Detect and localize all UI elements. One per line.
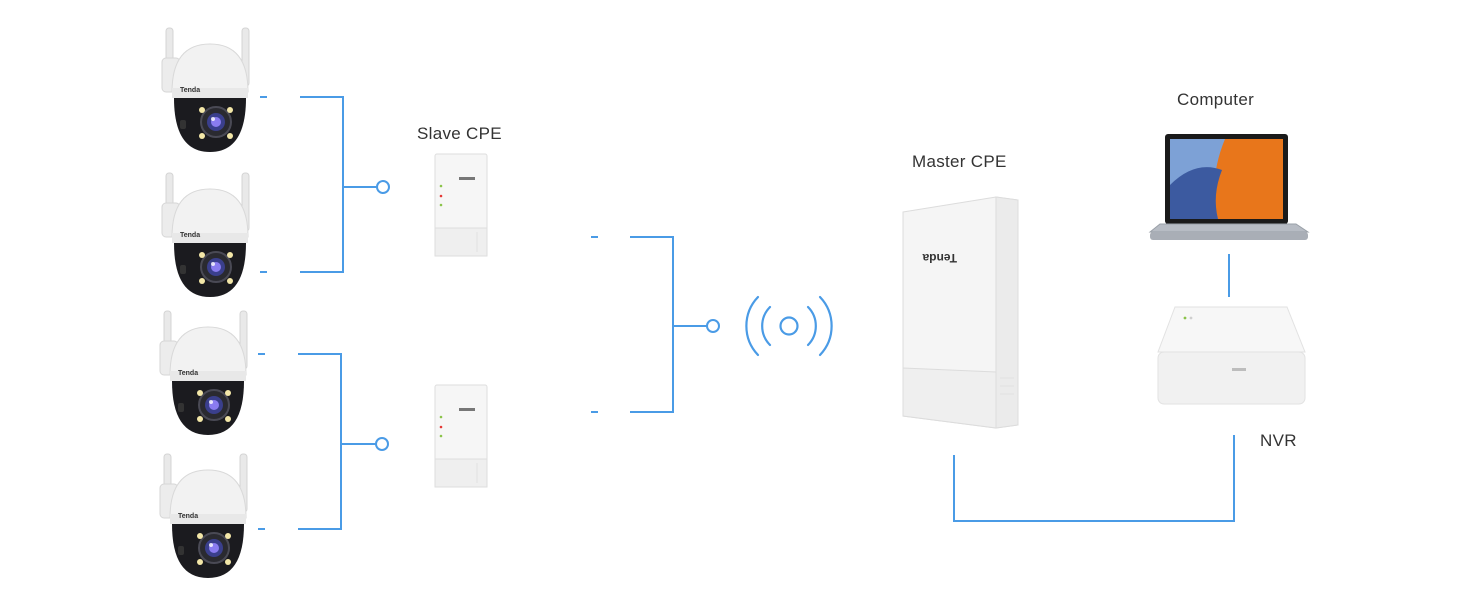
ip-camera-icon: Tenda: [161, 27, 250, 153]
ip-camera-icon: Tenda: [159, 310, 248, 436]
camera-2-brand: Tenda: [180, 232, 200, 239]
laptop-icon: [1148, 134, 1310, 240]
slave-cpe-bracket: [630, 236, 674, 413]
master-cpe-brand: Tenda: [922, 251, 957, 265]
camera-4-brand: Tenda: [178, 513, 198, 520]
camera-3-brand: Tenda: [178, 370, 198, 377]
slave-cpe-label: Slave CPE: [417, 124, 502, 143]
top-camera-group-bracket: [300, 96, 344, 273]
bottom-camera-group-bracket: [298, 353, 342, 530]
nvr-label: NVR: [1260, 431, 1297, 450]
bottom-group-node: [375, 437, 389, 451]
camera-1-brand: Tenda: [180, 87, 200, 94]
master-cpe-icon: Tenda: [902, 196, 1019, 429]
master-to-nvr-link: [953, 435, 1235, 522]
computer-label: Computer: [1177, 90, 1255, 109]
top-group-node: [376, 180, 390, 194]
master-cpe-label: Master CPE: [912, 152, 1007, 171]
nvr-icon: [1157, 306, 1306, 405]
ip-camera-icon: Tenda: [159, 453, 248, 579]
slave-group-node: [706, 319, 720, 333]
slave-cpe-icon: [434, 153, 488, 257]
slave-cpe-icon: [434, 384, 488, 488]
wireless-signal-icon: [745, 295, 833, 357]
ip-camera-icon: Tenda: [161, 172, 250, 298]
